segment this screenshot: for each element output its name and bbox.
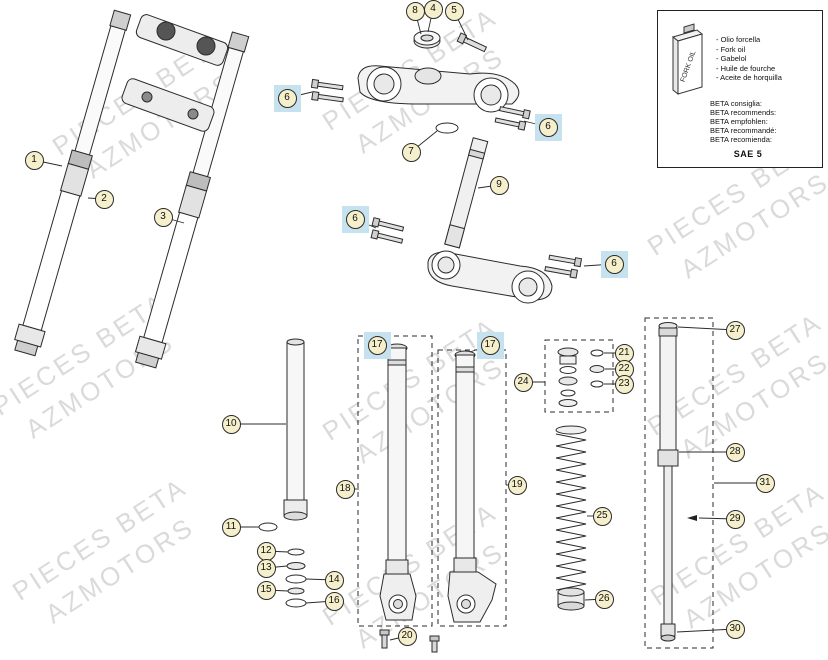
callout-6: 6 (538, 117, 558, 137)
recommendation-line: BETA recommandé: (710, 126, 777, 135)
recommendation-line: BETA empfohlen: (710, 117, 768, 126)
callout-6: 6 (345, 209, 365, 229)
callout-30: 30 (725, 619, 745, 639)
callout-18: 18 (335, 479, 355, 499)
callout-14: 14 (324, 570, 344, 590)
cap-bolt (456, 32, 488, 53)
steering-stem (444, 137, 489, 249)
callout-20: 20 (397, 626, 417, 646)
pinch-bolts-upper-right (494, 106, 531, 131)
callout-6: 6 (277, 88, 297, 108)
callout-12: 12 (256, 541, 276, 561)
callout-5: 5 (444, 1, 464, 21)
pinch-bolts-lower-left (370, 217, 405, 244)
pinch-bolts-upper-left (310, 78, 344, 103)
callout-11: 11 (221, 517, 241, 537)
callout-29: 29 (725, 509, 745, 529)
callout-9: 9 (489, 175, 509, 195)
callout-16: 16 (324, 591, 344, 611)
recommendation-list: BETA consiglia: BETA recommends: BETA em… (710, 99, 777, 144)
fork-leg-right-assembly (447, 350, 497, 623)
assembled-fork-right-leg (134, 31, 250, 369)
assembled-fork-clamps (121, 14, 229, 132)
recommendation-line: BETA consiglia: (710, 99, 762, 108)
oil-name: - Aceite de horquilla (716, 73, 782, 82)
cap-kit (557, 347, 605, 407)
callout-13: 13 (256, 558, 276, 578)
recommendation-line: BETA recomienda: (710, 135, 772, 144)
oil-name-list: - Olio forcella - Fork oil - Gabelol - H… (716, 35, 782, 83)
oil-name: - Fork oil (716, 44, 746, 54)
fork-oil-info-box: FORK OIL - Olio forcella - Fork oil - Ga… (657, 10, 823, 168)
callout-15: 15 (256, 580, 276, 600)
group-boxes (357, 317, 714, 649)
oil-bottle-icon: FORK OIL (671, 23, 704, 96)
oil-name: - Gabelol (716, 54, 747, 63)
oil-name: - Huile de fourche (716, 63, 776, 73)
fork-spring (555, 425, 587, 611)
callout-19: 19 (507, 475, 527, 495)
retaining-ring (435, 122, 459, 134)
callout-31: 31 (755, 473, 775, 493)
callout-25: 25 (592, 506, 612, 526)
callout-17: 17 (480, 335, 500, 355)
callout-27: 27 (725, 320, 745, 340)
fork-leg-left-assembly (379, 343, 440, 653)
callout-6: 6 (604, 254, 624, 274)
oil-name: - Olio forcella (716, 35, 761, 44)
oil-grade: SAE 5 (733, 149, 763, 159)
lower-triple-clamp (427, 250, 553, 304)
callout-10: 10 (221, 414, 241, 434)
callout-26: 26 (594, 589, 614, 609)
recommendation-line: BETA recommends: (710, 108, 777, 117)
pinch-bolts-lower-right (544, 254, 583, 279)
callout-1: 1 (24, 150, 44, 170)
callout-17: 17 (367, 335, 387, 355)
assembled-fork-left-leg (14, 9, 132, 357)
callout-7: 7 (401, 142, 421, 162)
callout-23: 23 (614, 374, 634, 394)
callout-4: 4 (423, 0, 443, 19)
steering-cap (413, 30, 441, 49)
upper-triple-clamp (357, 65, 520, 113)
callout-8: 8 (405, 1, 425, 21)
callout-3: 3 (153, 207, 173, 227)
cartridge-assembly (657, 322, 697, 642)
callout-28: 28 (725, 442, 745, 462)
outer-tube (283, 338, 308, 521)
callout-2: 2 (94, 189, 114, 209)
callout-24: 24 (513, 372, 533, 392)
